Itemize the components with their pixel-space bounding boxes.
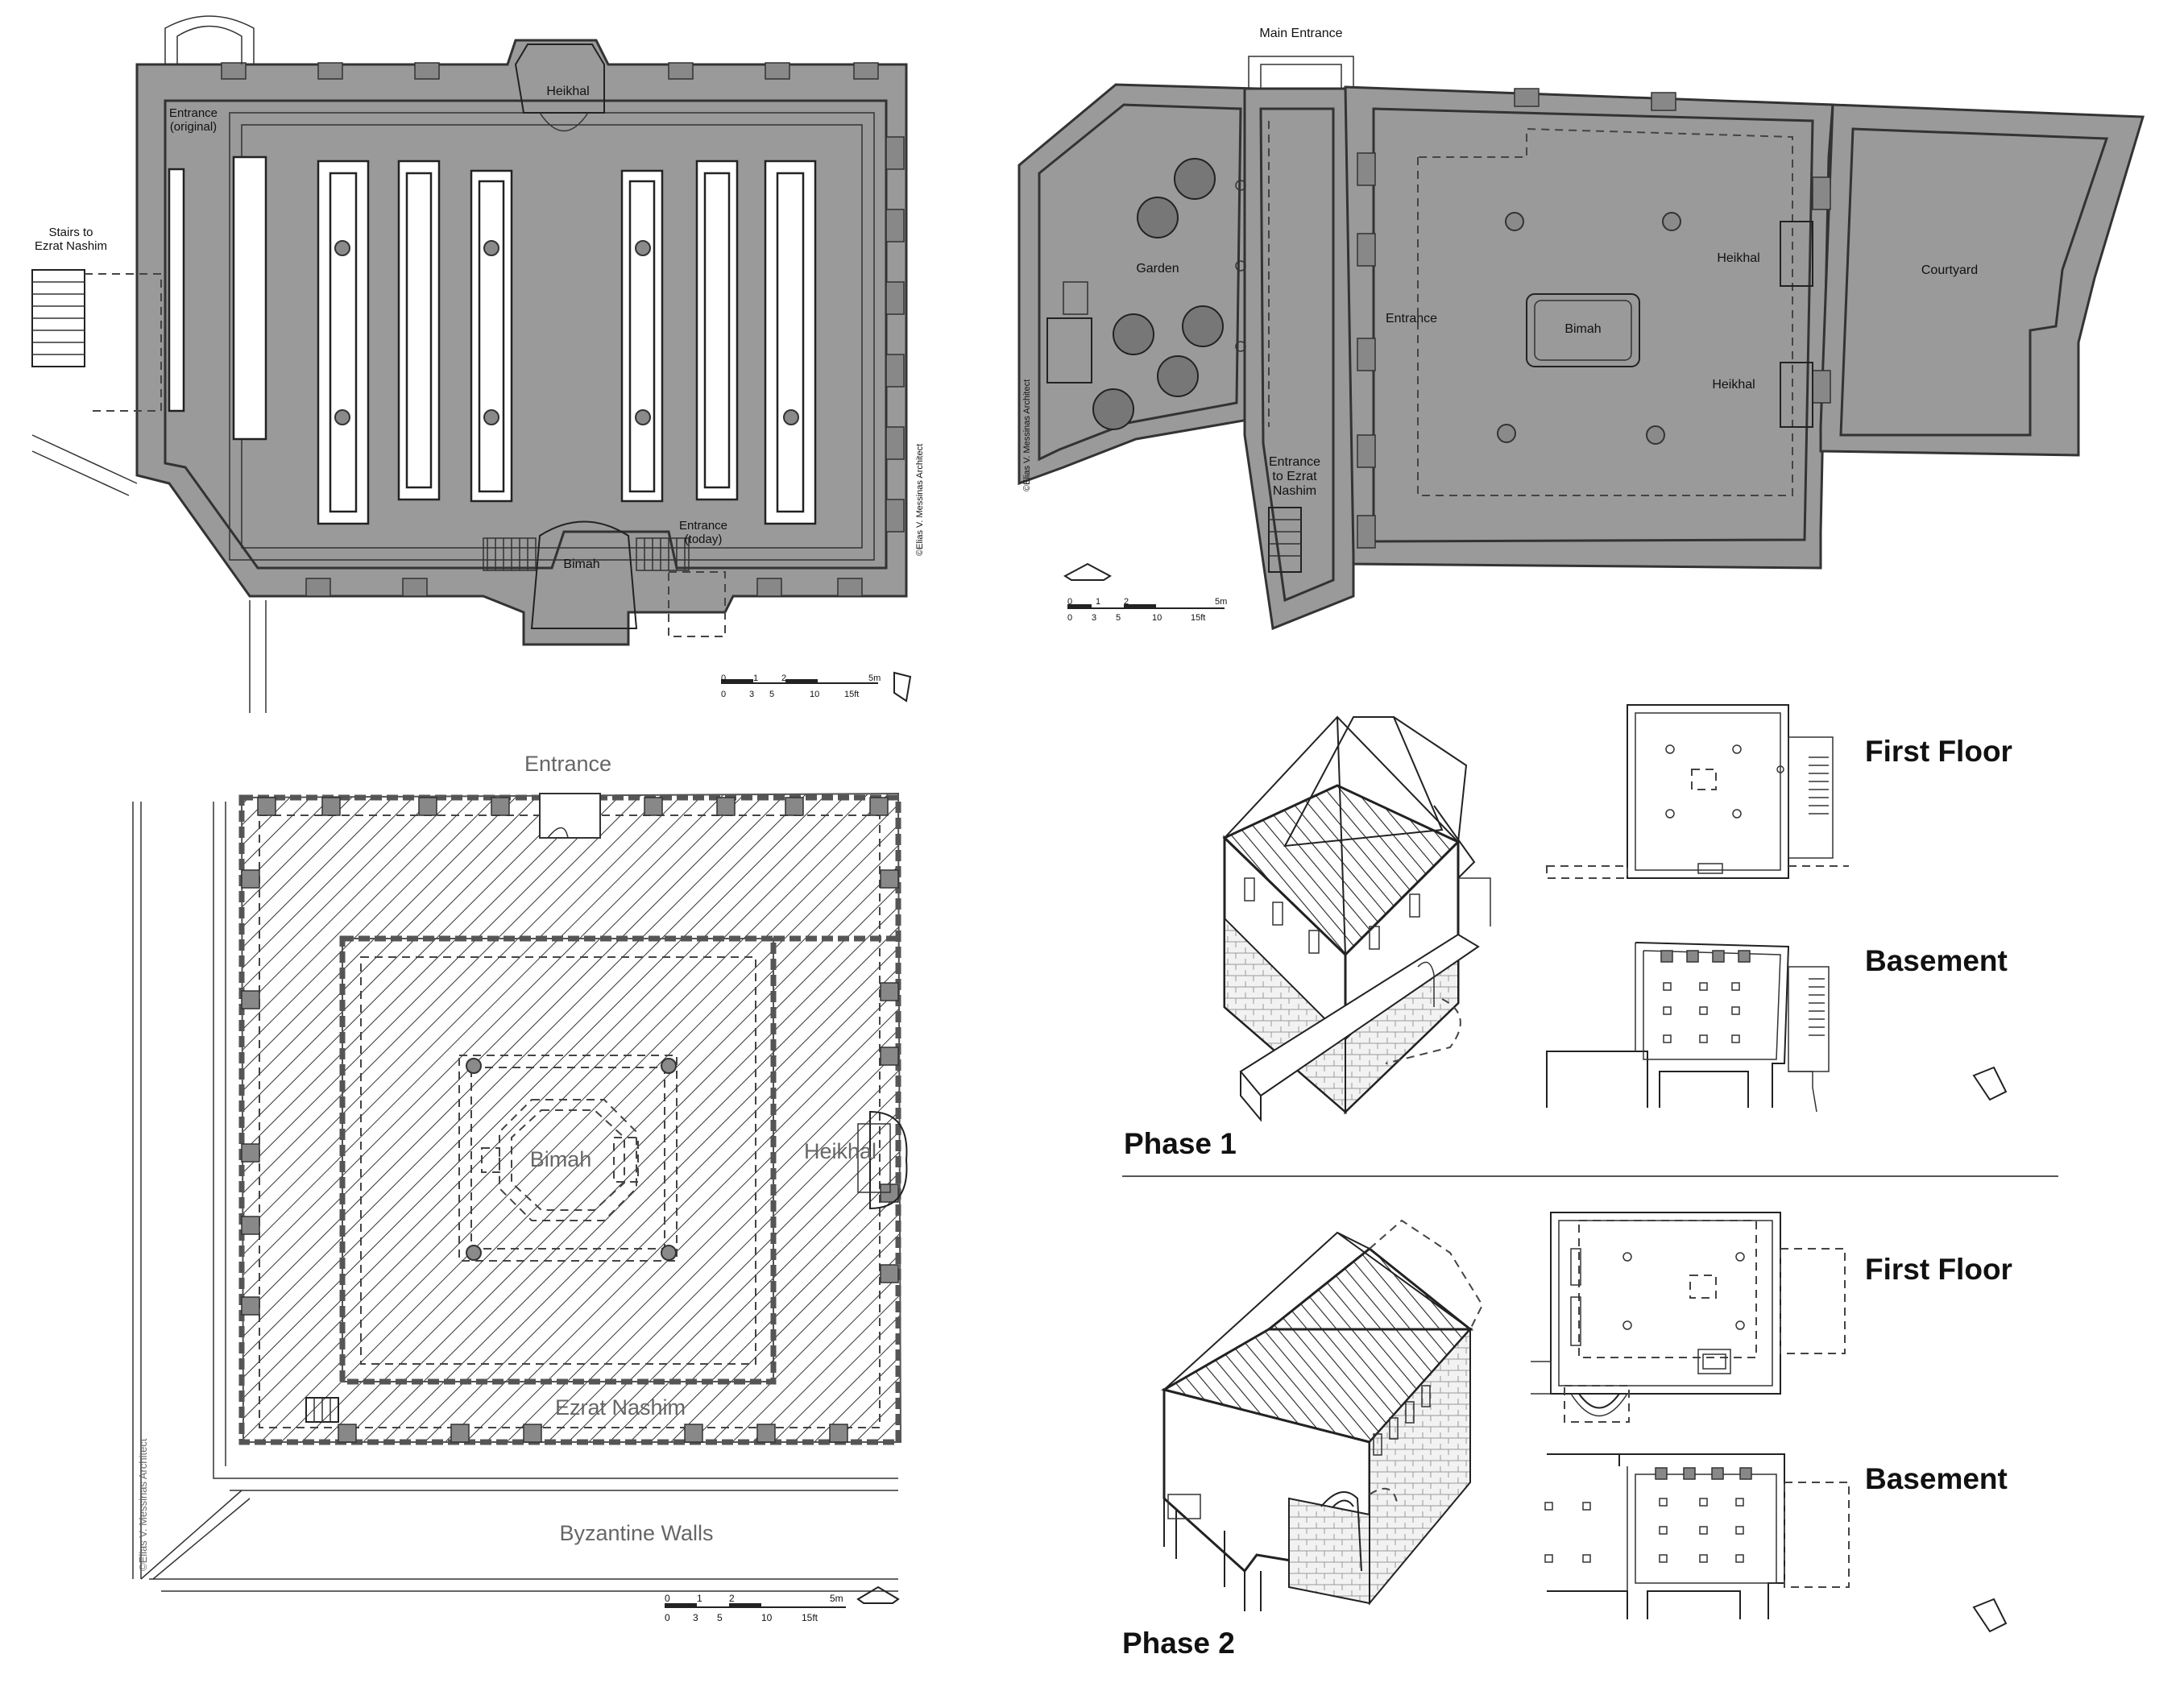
scale-bl-f4: 15ft <box>802 1612 818 1623</box>
plan-top-right: Main Entrance Garden Entrance Bimah Heik… <box>1017 27 2145 631</box>
scale-tr-m3: 5m <box>1215 597 1227 607</box>
scale-bl-f0: 0 <box>665 1612 670 1623</box>
scale-tr-f1: 3 <box>1092 613 1096 623</box>
bimah-square <box>458 1055 678 1262</box>
bimah-box <box>1526 293 1640 367</box>
label-basement-2: Basement <box>1865 1462 2008 1495</box>
scale-tl-m1: 1 <box>753 674 758 683</box>
scale-tl-m2: 2 <box>781 674 786 683</box>
scale-tr-f3: 10 <box>1152 613 1162 623</box>
label-entrance-hall: Entrance <box>1386 312 1437 325</box>
scale-bar-bl <box>665 1603 846 1608</box>
label-entrance-original-2: (original) <box>170 120 217 134</box>
scale-bar-tr <box>1067 604 1225 609</box>
label-bimah-tr: Bimah <box>1564 322 1601 336</box>
scale-bl-m2: 2 <box>729 1593 735 1604</box>
label-heikhal-lower: Heikhal <box>1712 378 1755 392</box>
label-first-floor-2: First Floor <box>1865 1253 2012 1286</box>
label-main-entrance: Main Entrance <box>1259 27 1342 40</box>
label-bimah-bl: Bimah <box>530 1147 592 1171</box>
scale-tr-f0: 0 <box>1067 613 1072 623</box>
scale-bar-tl <box>721 679 878 684</box>
phase-2-isometric <box>1161 1219 1484 1611</box>
label-entrance-ezrat-2: to Ezrat <box>1272 470 1317 483</box>
phase-1-basement <box>1546 942 1830 1113</box>
scale-tl-f2: 5 <box>769 690 774 699</box>
garden-trees <box>1092 158 1224 430</box>
label-ezrat-nashim: Ezrat Nashim <box>555 1395 686 1420</box>
plan-bottom-left: Entrance Bimah Heikhal Ezrat Nashim Byza… <box>132 752 908 1623</box>
scale-tr-m1: 1 <box>1096 597 1100 607</box>
wall-piers <box>221 62 905 597</box>
scale-bl-m0: 0 <box>665 1593 670 1604</box>
pews <box>317 160 817 525</box>
label-entrance-ezrat: Entrance <box>1269 455 1320 469</box>
column <box>1505 212 1524 231</box>
label-stairs: Stairs to <box>48 226 93 239</box>
label-byzantine-walls: Byzantine Walls <box>559 1521 713 1545</box>
label-bimah: Bimah <box>563 557 599 571</box>
label-courtyard: Courtyard <box>1921 263 1978 277</box>
scale-tr-f4: 15ft <box>1191 613 1205 623</box>
scale-tr-m0: 0 <box>1067 597 1072 607</box>
scale-tl-f0: 0 <box>721 690 726 699</box>
label-garden: Garden <box>1136 262 1179 276</box>
scale-bl-f1: 3 <box>693 1612 698 1623</box>
credit-tl: ©Elias V. Messinas Architect <box>915 444 925 556</box>
scale-bl-m3: 5m <box>830 1593 843 1604</box>
phase-2-first-floor <box>1531 1212 1846 1423</box>
phase-1-first-floor <box>1546 704 1849 879</box>
label-entrance-original: Entrance <box>169 106 218 120</box>
label-first-floor-1: First Floor <box>1865 735 2012 768</box>
wall-piers-bl <box>241 797 899 1443</box>
label-entrance-ezrat-3: Nashim <box>1273 484 1316 498</box>
scale-tl-m0: 0 <box>721 674 726 683</box>
label-entrance-today-2: (today) <box>685 533 723 546</box>
label-phase-1: Phase 1 <box>1124 1127 1237 1160</box>
scale-tl-f1: 3 <box>749 690 754 699</box>
scale-bl-f3: 10 <box>761 1612 773 1623</box>
stairs-outside <box>31 269 162 412</box>
label-stairs-2: Ezrat Nashim <box>35 239 107 253</box>
label-heikhal-upper: Heikhal <box>1717 251 1759 265</box>
phase-2-panel: First Floor Basement Phase 2 <box>1122 1212 2012 1660</box>
label-heikhal: Heikhal <box>546 85 589 98</box>
scale-bl-f2: 5 <box>717 1612 723 1623</box>
phase-2-basement <box>1544 1453 1850 1619</box>
scale-tl-m3: 5m <box>868 674 881 683</box>
scale-tr-f2: 5 <box>1116 613 1121 623</box>
label-phase-2: Phase 2 <box>1122 1627 1235 1660</box>
scale-tl-f3: 10 <box>810 690 819 699</box>
phase-1-panel: First Floor Basement Phase 1 <box>1122 704 2058 1177</box>
credit-tr: ©Elias V. Messinas Architect <box>1022 379 1032 491</box>
phase-1-isometric <box>1222 715 1491 1122</box>
plan-top-left: Heikhal Entrance (original) Stairs to Ez… <box>31 15 925 713</box>
scale-tl-f4: 15ft <box>844 690 859 699</box>
label-heikhal-bl: Heikhal <box>804 1139 877 1163</box>
credit-bl: ©Elias V. Messinas Architect <box>137 1438 149 1571</box>
label-entrance-today: Entrance <box>679 519 727 533</box>
bimah-outline <box>530 520 638 629</box>
hall-piers <box>1357 88 1831 549</box>
label-basement-1: Basement <box>1865 944 2008 977</box>
scale-tr-m2: 2 <box>1124 597 1129 607</box>
scale-bl-m1: 1 <box>697 1593 702 1604</box>
label-entrance-bl: Entrance <box>524 752 611 776</box>
